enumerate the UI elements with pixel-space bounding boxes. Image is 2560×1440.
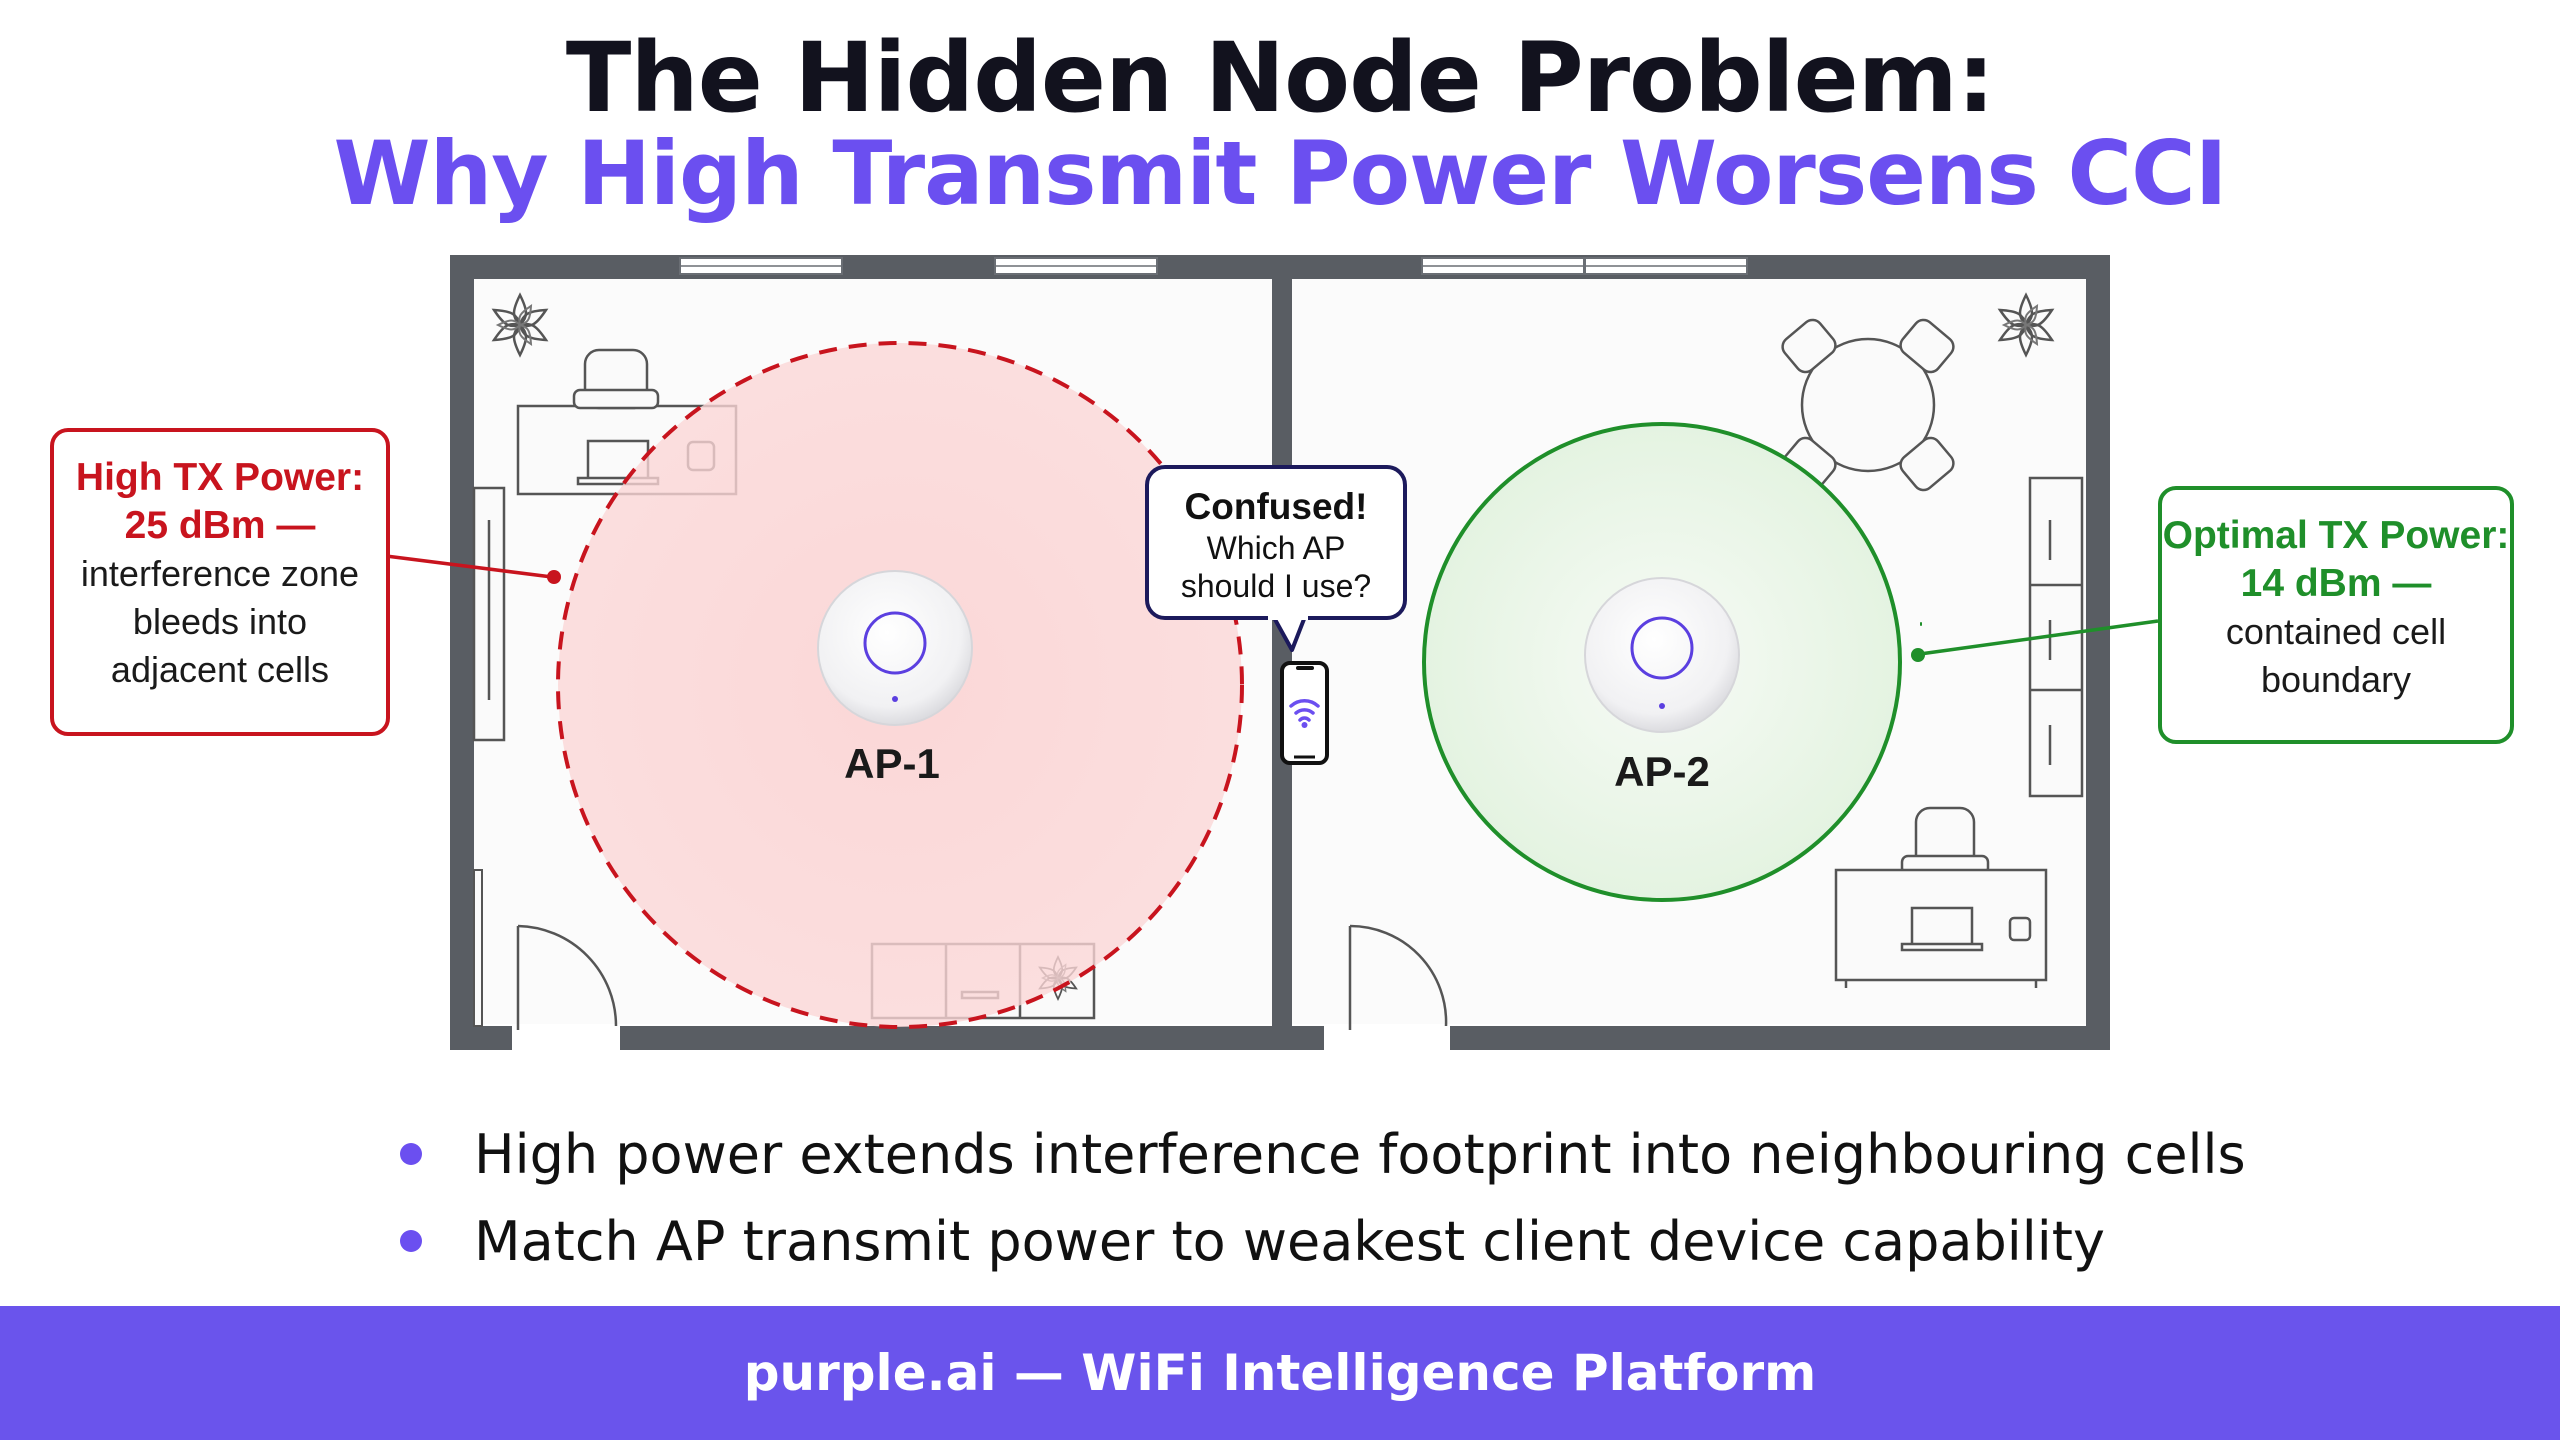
callout-optimal-heading: Optimal TX Power: (2162, 514, 2510, 557)
bubble-heading: Confused! (1184, 486, 1368, 527)
callout-optimal-connector (1919, 619, 2159, 656)
callout-high-body-1: interference zone (80, 553, 360, 594)
ap1-label: AP-1 (844, 740, 940, 787)
bullet-text: Match AP transmit power to weakest clien… (474, 1210, 2105, 1273)
desk-right (1834, 806, 2048, 988)
ap2-label: AP-2 (1614, 748, 1710, 795)
callout-high-heading: High TX Power: (75, 456, 365, 499)
ap2-device[interactable] (1584, 577, 1740, 733)
callout-high-body-2: bleeds into (132, 601, 308, 642)
door-right (1348, 924, 1448, 1030)
callout-high-body-3: adjacent cells (110, 649, 330, 690)
bullet-dot-icon (400, 1143, 422, 1166)
callout-high-value: 25 dBm — (124, 504, 316, 547)
bubble-tail-mask (1268, 612, 1308, 620)
bubble-line-2: Which AP (1206, 530, 1346, 566)
bullet-item: High power extends interference footprin… (400, 1120, 2246, 1190)
client-confused-bubble: Confused! Which AP should I use? (1145, 465, 1407, 620)
callout-optimal-tx-power: Optimal TX Power: 14 dBm — contained cel… (2158, 486, 2514, 744)
footer-banner: purple.ai — WiFi Intelligence Platform (0, 1306, 2560, 1440)
bullet-text: High power extends interference footprin… (474, 1123, 2246, 1186)
bubble-line-3: should I use? (1180, 568, 1372, 604)
ap1-coverage-boundary (556, 341, 1244, 1029)
side-cabinet-left (472, 486, 506, 742)
callout-high-tx-power: High TX Power: 25 dBm — interference zon… (50, 428, 390, 736)
callout-optimal-body-2: boundary (2260, 659, 2412, 700)
ap1-device[interactable] (817, 570, 973, 726)
callout-optimal-value: 14 dBm — (2240, 562, 2432, 605)
bullet-dot-icon (400, 1230, 422, 1253)
door-left (516, 924, 618, 1030)
title-line-1: The Hidden Node Problem: (565, 22, 1995, 134)
round-table (1781, 318, 1955, 492)
title-line-2: Why High Transmit Power Worsens CCI (333, 122, 2228, 225)
wifi-icon (1289, 699, 1320, 722)
bullet-item: Match AP transmit power to weakest clien… (400, 1207, 2105, 1277)
smartphone-icon (1280, 661, 1329, 765)
callout-high-connector (385, 554, 553, 579)
callout-optimal-body-1: contained cell (2225, 611, 2447, 652)
